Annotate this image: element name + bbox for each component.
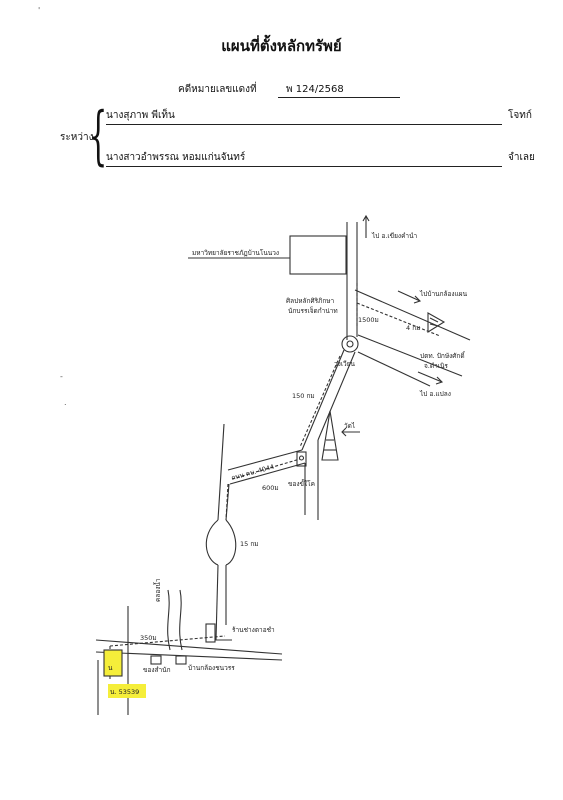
road-south-lower <box>95 651 283 661</box>
dotted-route-west <box>225 483 229 521</box>
gas-station-hatch <box>429 323 439 327</box>
label-road-name: ถนน คบ. 4044 <box>230 463 275 482</box>
case-number-label: คดีหมายเลขแดงที่ <box>178 84 257 95</box>
label-gas-station-sub: จ.ดำเนิร <box>424 362 448 370</box>
plaintiff-name: นางสุภาพ พีเท็น <box>106 110 175 121</box>
temple-box <box>296 451 307 467</box>
parties-brace: { <box>89 99 108 173</box>
label-parcel-small: น <box>108 664 113 672</box>
shop-left-box <box>150 655 162 665</box>
case-number-underline <box>278 97 400 98</box>
defendant-role: จำเลย <box>508 152 535 163</box>
arrow-north-head <box>362 214 370 222</box>
road-west-left-edge <box>217 423 225 521</box>
arrow-east-upper-head <box>413 295 422 304</box>
label-circle: วงเวียน <box>334 360 356 368</box>
plaintiff-line <box>106 124 502 125</box>
gas-station-hatch <box>429 317 439 323</box>
road-upper-right-edge-a <box>354 289 471 341</box>
label-school: ของขั้ใโค <box>288 479 315 488</box>
road-south-upper <box>95 639 283 655</box>
label-temple-right: วัดไ <box>344 422 355 430</box>
label-to-right-upper: ไปบ้านกล้องแผน <box>419 290 468 298</box>
road-loop-left <box>205 519 219 566</box>
label-dist-15km: 15 กม <box>240 540 259 548</box>
label-dist-600: 600ม <box>262 484 279 492</box>
arrow-east-upper <box>397 290 421 302</box>
road-south-left-edge <box>215 564 219 641</box>
parcel-highlight <box>103 649 123 677</box>
label-4km: 4 กม <box>406 324 420 332</box>
canal-left <box>167 589 171 651</box>
road-loop-right <box>225 519 237 566</box>
label-parcel-id: น. 53539 <box>110 688 139 696</box>
arrow-temple-head <box>341 427 347 437</box>
defendant-name: นางสาวอำพรรณ หอมแก่นจันทร์ <box>106 152 246 163</box>
university-building <box>289 235 347 275</box>
label-shop-left: ของสำนัก <box>143 666 171 674</box>
label-dist-350m: 350ม <box>140 634 157 642</box>
shop-right-box <box>205 623 216 643</box>
dotted-route-diagonal <box>299 355 341 448</box>
label-memorial: ศิลปหลักศิริภิกษา <box>286 297 335 305</box>
case-number-value: พ 124/2568 <box>286 84 344 95</box>
road-kb-upper <box>227 449 303 471</box>
label-1500m: 1500ม <box>358 316 379 324</box>
plaintiff-role: โจทก์ <box>508 110 532 121</box>
label-house: บ้านกล้องชนวรร <box>188 664 235 672</box>
dotted-route-kb <box>231 458 301 480</box>
between-label: ระหว่าง <box>60 132 94 143</box>
label-dist-150: 150 กม <box>292 392 315 400</box>
label-to-right-lower: ไป อ.แปลง <box>419 390 451 398</box>
dotted-route-south <box>109 635 226 647</box>
arrow-east-lower <box>417 371 443 383</box>
label-shop-right: ร้านช่างตาอชำ <box>232 626 275 634</box>
house-box <box>175 655 187 665</box>
scan-mark: . <box>64 398 67 407</box>
arrow-east-lower-head <box>435 376 444 385</box>
defendant-line <box>106 166 502 167</box>
parcel-label-highlight <box>108 684 146 698</box>
label-memorial-sub: นักบรรเจ็ดกำน่าท <box>288 306 338 315</box>
temple-box-dot <box>298 455 305 461</box>
gas-station-marker <box>427 312 446 333</box>
roundabout-center <box>346 340 354 348</box>
label-to-top: ไป อ.เขียงคำนำ <box>371 232 418 240</box>
road-lower-right <box>357 351 431 387</box>
road-diagonal-left-edge <box>301 349 345 451</box>
road-diagonal-right-edge <box>317 351 356 441</box>
scan-mark: ' <box>38 6 41 15</box>
canal-right <box>179 589 183 651</box>
road-kb-lower <box>229 462 306 485</box>
road-upper-right-edge-b <box>357 334 463 377</box>
roundabout-circle <box>341 335 359 353</box>
pagoda-shape <box>321 410 339 461</box>
label-university: มหาวิทยาลัยราชภัฏบ้านโนนวง <box>192 249 279 257</box>
document-title: แผนที่ตั้งหลักทรัพย์ <box>221 37 342 55</box>
label-gas-station: ปตท. ปักษังศักดิ์ <box>420 351 466 360</box>
label-canal: คลองน้ำ <box>153 578 162 602</box>
scan-mark: - <box>60 372 63 381</box>
